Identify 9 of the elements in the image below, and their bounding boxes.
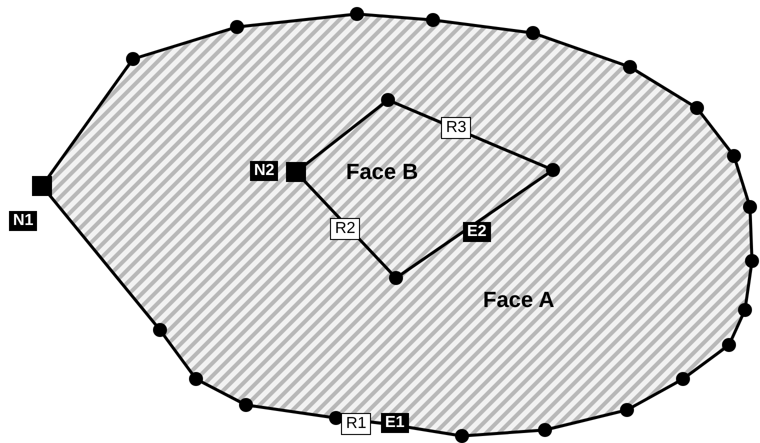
region-label: Face B xyxy=(346,159,418,185)
node-label: N2 xyxy=(250,161,278,181)
segment-tag: R3 xyxy=(441,117,472,139)
node-label: N1 xyxy=(9,211,38,231)
segment-tag: E1 xyxy=(381,413,409,433)
segment-tag: R2 xyxy=(330,218,360,240)
segment-tag: R1 xyxy=(341,413,372,435)
region-label: Face A xyxy=(483,287,554,313)
segment-tag: E2 xyxy=(463,222,491,242)
